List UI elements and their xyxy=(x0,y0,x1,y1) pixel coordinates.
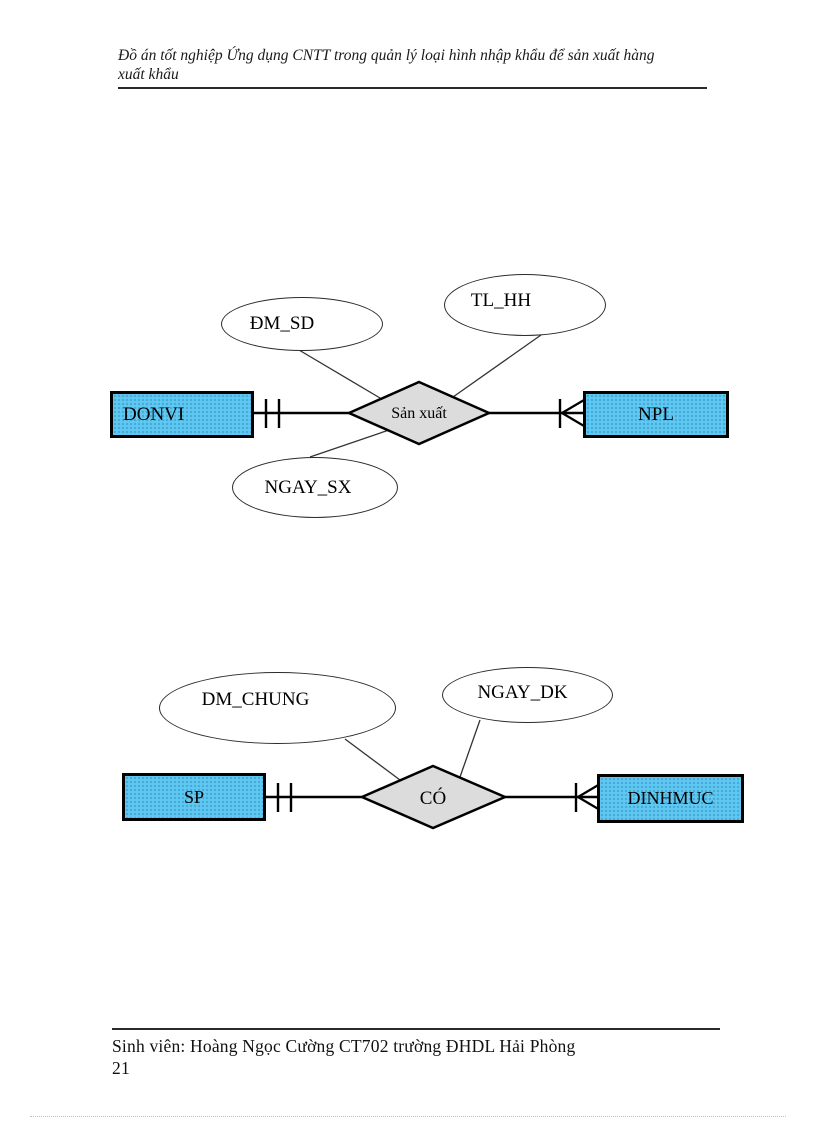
relationship-label: Sản xuất xyxy=(391,405,447,422)
connector-ngaysx-sanxuat xyxy=(309,429,390,458)
connector-tlhh-sanxuat xyxy=(452,334,542,398)
entity-box-donvi: DONVI xyxy=(110,391,254,438)
header-line-1: Đồ án tốt nghiệp Ứng dụng CNTT trong quả… xyxy=(118,47,655,64)
page-number: 21 xyxy=(112,1058,130,1078)
attribute-ellipse-ngay-dk: NGAY_DK xyxy=(442,667,613,723)
page-header: Đồ án tốt nghiệp Ứng dụng CNTT trong quả… xyxy=(118,46,707,89)
entity-label: NPL xyxy=(638,403,674,425)
attribute-ellipse-ngay-sx: NGAY_SX xyxy=(232,457,398,518)
entity-box-sp: SP xyxy=(122,773,266,821)
cardinality-one-icon xyxy=(276,783,293,812)
relationship-co: CÓ xyxy=(358,764,509,830)
diamond-shape xyxy=(358,764,509,830)
attribute-label: ĐM_SD xyxy=(249,313,315,334)
connector-ngaydk-co xyxy=(459,719,481,778)
relationship-sanxuat: Sản xuất xyxy=(345,380,493,446)
connector-dmsd-sanxuat xyxy=(298,349,381,399)
diagram2-lines: CÓ xyxy=(262,719,601,830)
relationship-label: CÓ xyxy=(420,787,446,809)
attribute-label: NGAY_SX xyxy=(264,476,352,498)
entity-box-npl: NPL xyxy=(583,391,729,438)
bottom-dotted-rule xyxy=(30,1116,786,1117)
attribute-ellipse-dm-chung: DM_CHUNG xyxy=(159,672,396,744)
attribute-ellipse-dm-sd: ĐM_SD xyxy=(221,297,383,351)
diamond-shape xyxy=(345,380,493,446)
entity-label: DINHMUC xyxy=(627,788,714,808)
header-line-2: xuất khẩu xyxy=(118,66,179,83)
attribute-label: TL_HH xyxy=(470,290,532,311)
attribute-label: DM_CHUNG xyxy=(201,689,310,710)
entity-label: DONVI xyxy=(123,403,185,425)
cardinality-many-icon xyxy=(574,783,601,812)
footer-author-line: Sinh viên: Hoàng Ngọc Cường CT702 trường… xyxy=(112,1036,576,1056)
entity-label: SP xyxy=(183,786,205,807)
attribute-label: NGAY_DK xyxy=(477,682,568,703)
attribute-ellipse-tl-hh: TL_HH xyxy=(444,274,606,336)
page-footer: Sinh viên: Hoàng Ngọc Cường CT702 trường… xyxy=(112,1028,720,1079)
cardinality-one-icon xyxy=(264,399,281,428)
connector-dmchung-co xyxy=(344,738,401,781)
entity-box-dinhmuc: DINHMUC xyxy=(597,774,744,823)
cardinality-many-icon xyxy=(558,399,585,428)
diagram1-lines: Sản xuất xyxy=(250,334,585,458)
